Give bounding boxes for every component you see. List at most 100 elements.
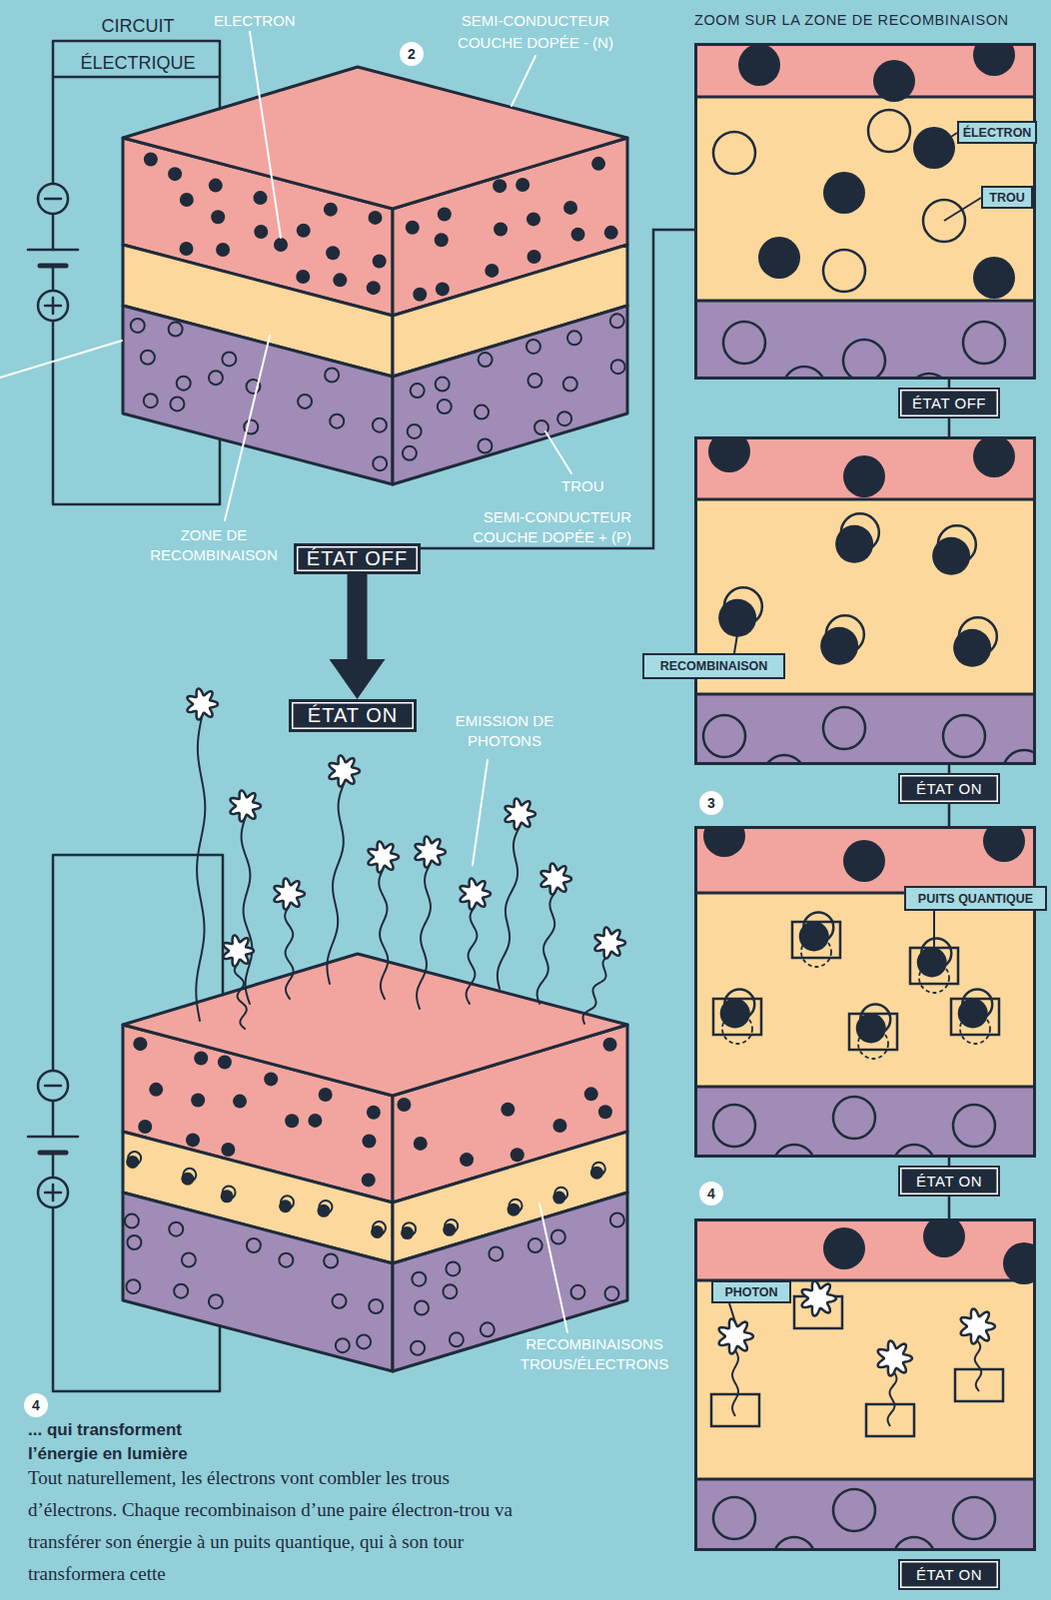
hole bbox=[437, 399, 452, 414]
hole bbox=[833, 1096, 876, 1139]
electron bbox=[366, 280, 381, 295]
photon-trail bbox=[732, 1350, 739, 1417]
hole bbox=[803, 913, 834, 944]
hole bbox=[323, 1254, 338, 1269]
hole bbox=[124, 1214, 139, 1229]
electron bbox=[598, 1104, 613, 1119]
electron bbox=[179, 192, 194, 207]
electron bbox=[493, 222, 508, 237]
photon-trail bbox=[466, 907, 478, 1005]
hole bbox=[143, 393, 158, 408]
electron bbox=[603, 1038, 618, 1052]
chip-top-face bbox=[122, 954, 628, 1096]
hole bbox=[509, 1199, 523, 1213]
hole bbox=[823, 707, 866, 750]
minus-terminal bbox=[37, 1070, 68, 1101]
chip-layer-face bbox=[392, 305, 628, 485]
quantum-well bbox=[955, 1369, 1004, 1402]
electron bbox=[515, 177, 530, 192]
zoom-panel: ÉTAT ONPUITS QUANTIQUE bbox=[694, 826, 1037, 1158]
hole bbox=[557, 411, 572, 426]
electron bbox=[973, 256, 1016, 299]
panel-frame bbox=[696, 44, 1036, 379]
plus-sign bbox=[44, 297, 61, 314]
callout-tag: RECOMBINAISON bbox=[642, 653, 786, 680]
photon-emission bbox=[187, 688, 626, 1030]
electron bbox=[435, 281, 450, 296]
tag-label: ÉLECTRON bbox=[963, 125, 1033, 140]
hole bbox=[959, 617, 998, 656]
state-label: ÉTAT OFF bbox=[898, 387, 1001, 419]
hole bbox=[407, 424, 422, 439]
electron bbox=[973, 436, 1016, 478]
hole bbox=[868, 109, 911, 152]
tag-label: RECOMBINAISON bbox=[660, 659, 769, 674]
electron bbox=[148, 1082, 163, 1097]
hole bbox=[127, 1151, 141, 1165]
tag-label: PUITS QUANTIQUE bbox=[918, 892, 1034, 907]
minus-sign bbox=[44, 1084, 61, 1088]
photon bbox=[460, 878, 491, 910]
hole bbox=[140, 350, 155, 365]
battery-plate bbox=[39, 1150, 66, 1156]
hole bbox=[723, 321, 766, 364]
recombination-zone bbox=[694, 1280, 1037, 1480]
callout-tag: ÉLECTRON bbox=[957, 120, 1038, 144]
photon-trail bbox=[241, 819, 253, 1005]
electron bbox=[372, 253, 387, 268]
electron bbox=[584, 1086, 599, 1101]
electron bbox=[295, 269, 310, 284]
body-text: Tout naturellement, les électrons vont c… bbox=[27, 1462, 518, 1591]
hole bbox=[843, 339, 886, 380]
photon bbox=[329, 755, 360, 787]
electron bbox=[137, 1119, 152, 1134]
hole bbox=[841, 513, 880, 552]
hole bbox=[527, 373, 542, 388]
zoom-panel-art bbox=[694, 1218, 1037, 1552]
battery-plate bbox=[27, 1135, 78, 1139]
hole bbox=[610, 1213, 625, 1228]
hole bbox=[335, 1338, 350, 1353]
hole bbox=[938, 525, 977, 564]
photon-trail bbox=[195, 717, 205, 1022]
hole bbox=[368, 1299, 383, 1314]
hole bbox=[208, 1294, 223, 1309]
electron bbox=[253, 224, 268, 239]
part-label: SEMI-CONDUCTEUR COUCHE DOPÉE - (N) bbox=[445, 9, 626, 54]
hole bbox=[297, 394, 312, 409]
electron bbox=[413, 1136, 428, 1151]
electron bbox=[873, 59, 916, 102]
photon bbox=[187, 688, 218, 720]
hole bbox=[280, 1195, 294, 1209]
state-label: ÉTAT ON bbox=[898, 1165, 1001, 1197]
electron bbox=[307, 1113, 322, 1128]
plus-sign bbox=[44, 1184, 61, 1201]
minus-terminal bbox=[37, 183, 68, 214]
hole bbox=[570, 1285, 585, 1300]
hole bbox=[563, 377, 578, 392]
electron bbox=[253, 190, 268, 205]
chip-top-face bbox=[122, 66, 628, 209]
callout-tag: TROU bbox=[981, 185, 1034, 209]
hole bbox=[480, 1322, 495, 1337]
electron bbox=[185, 1132, 200, 1147]
chip-layer-face bbox=[122, 305, 393, 485]
hole bbox=[372, 456, 387, 471]
minus-sign bbox=[44, 197, 61, 201]
state-badge: ÉTAT ON bbox=[288, 699, 417, 733]
photon bbox=[878, 1340, 913, 1376]
hole bbox=[444, 1219, 458, 1233]
photon-trail bbox=[378, 870, 388, 1000]
part-label: ZONE DE RECOMBINAISON bbox=[138, 525, 289, 566]
hole bbox=[551, 1229, 566, 1244]
electron bbox=[923, 1218, 966, 1258]
leader-line bbox=[249, 31, 281, 238]
electron bbox=[208, 178, 223, 193]
hole bbox=[356, 1334, 371, 1349]
hole bbox=[221, 351, 236, 366]
hole bbox=[713, 1497, 756, 1540]
hole bbox=[724, 587, 763, 626]
leader-line bbox=[511, 55, 536, 106]
hole bbox=[181, 1253, 196, 1268]
electron bbox=[296, 223, 311, 238]
